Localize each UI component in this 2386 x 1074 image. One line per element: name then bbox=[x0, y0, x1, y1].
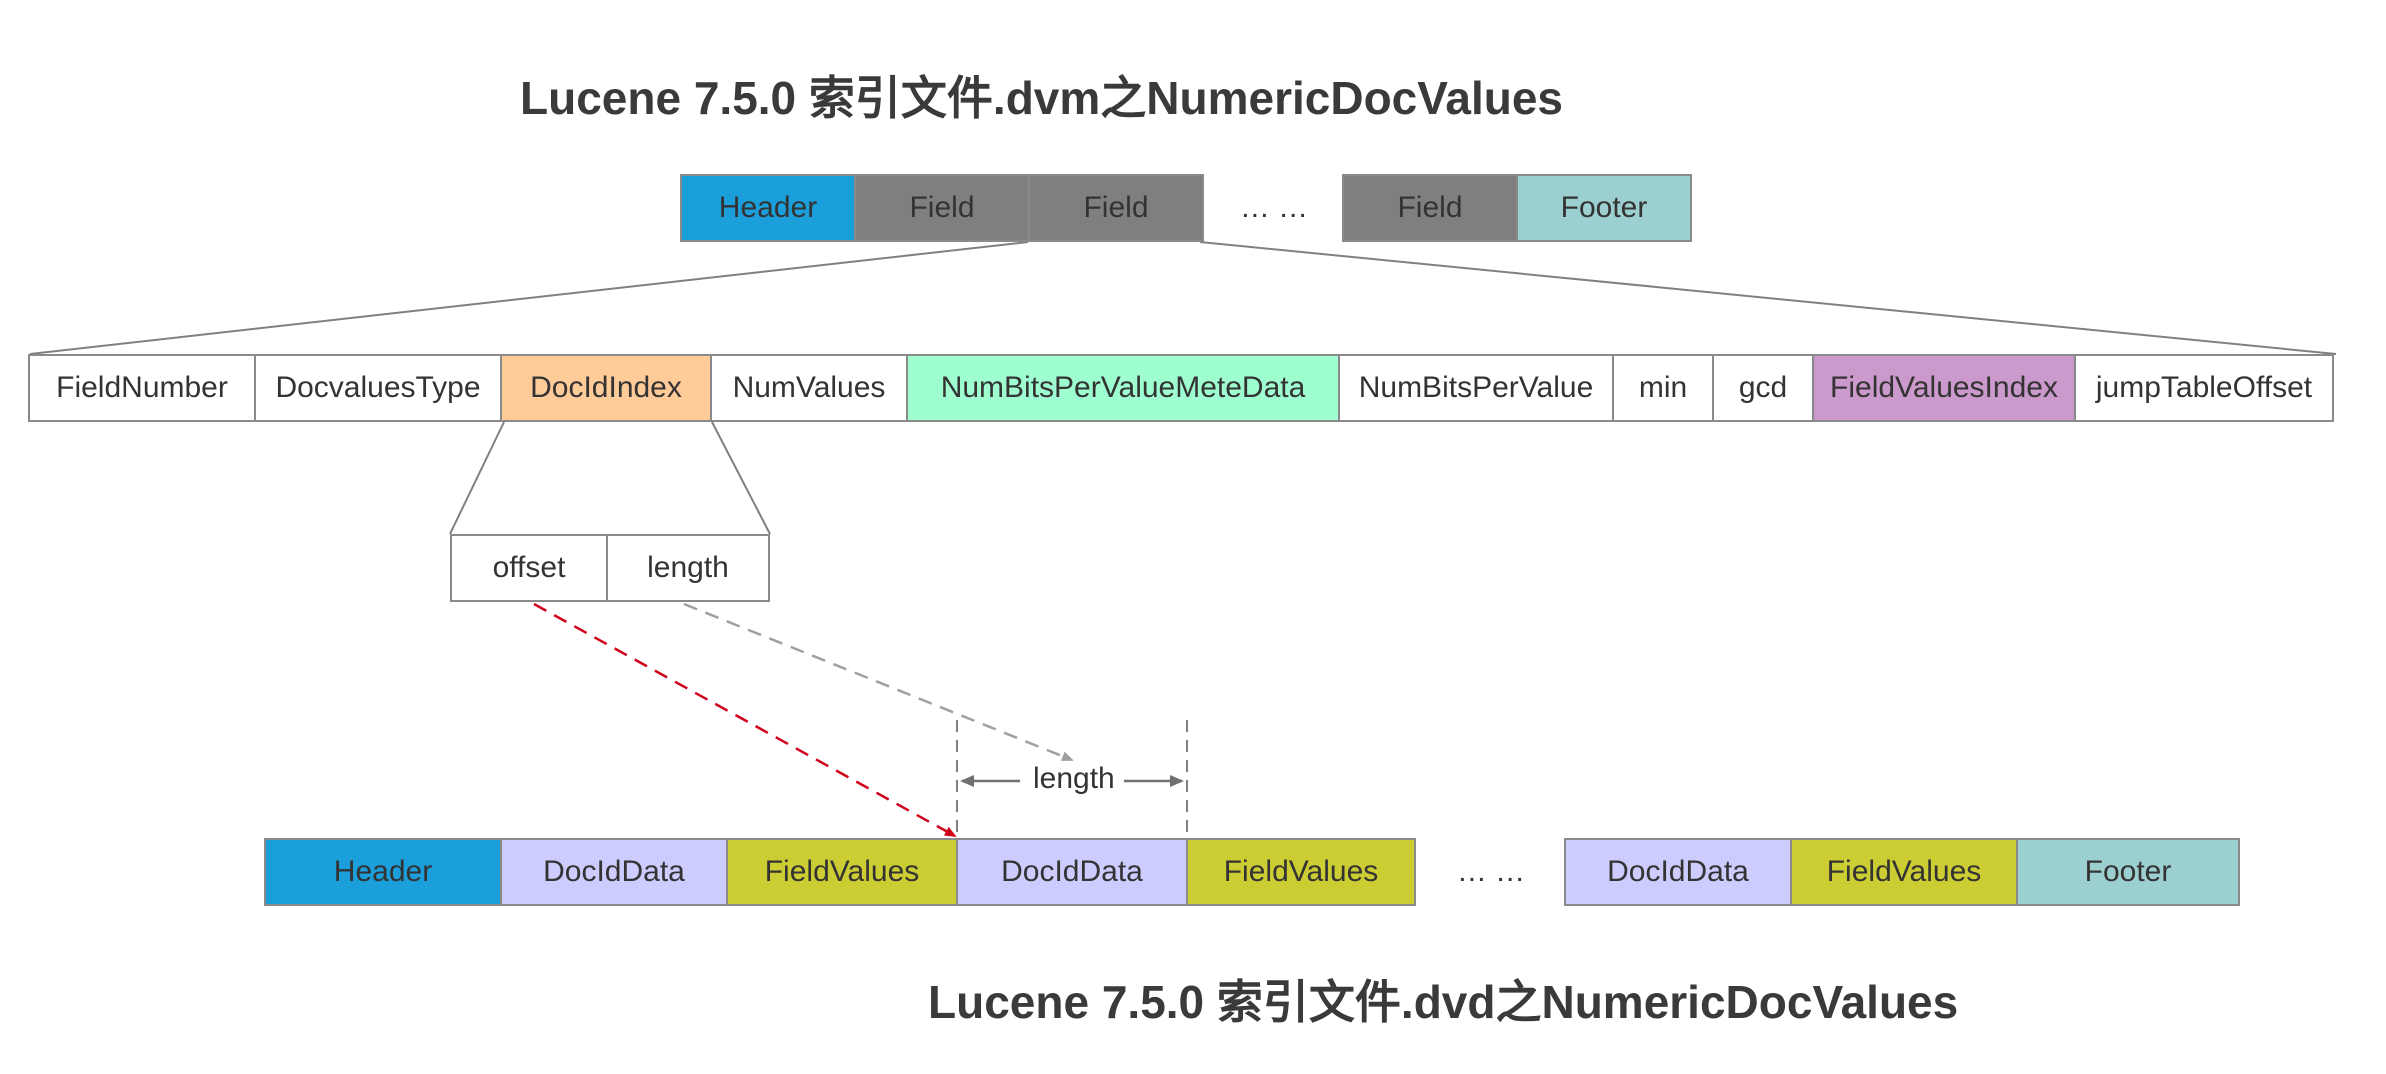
dvm-ellipsis: … … bbox=[1239, 191, 1309, 224]
dvd-footer-cell: Footer bbox=[2016, 838, 2240, 906]
dvd-docid-data-cell: DocIdData bbox=[956, 838, 1188, 906]
field-expand-left-line bbox=[29, 241, 1029, 355]
offset-cell: offset bbox=[450, 534, 608, 602]
num-bits-per-value-cell: NumBitsPerValue bbox=[1338, 354, 1614, 422]
dvd-field-values-cell: FieldValues bbox=[1790, 838, 2018, 906]
length-marker-label: length bbox=[1027, 762, 1121, 796]
docid-expand-left-line bbox=[449, 421, 505, 535]
dvm-title: Lucene 7.5.0 索引文件.dvm之NumericDocValues bbox=[520, 72, 1564, 124]
dvm-field-cell: Field bbox=[1342, 174, 1518, 242]
docid-expand-right-line bbox=[711, 421, 771, 535]
dvd-field-values-cell: FieldValues bbox=[1186, 838, 1416, 906]
field-values-index-cell: FieldValuesIndex bbox=[1812, 354, 2076, 422]
dvm-field-cell: Field bbox=[854, 174, 1030, 242]
offset-arrow bbox=[533, 602, 957, 838]
dvd-docid-data-cell: DocIdData bbox=[1564, 838, 1792, 906]
dvm-header-cell: Header bbox=[680, 174, 856, 242]
dvm-field-cell: Field bbox=[1028, 174, 1204, 242]
length-cell: length bbox=[606, 534, 770, 602]
docid-index-cell: DocIdIndex bbox=[500, 354, 712, 422]
docid-index-structure-row: offset length bbox=[450, 534, 770, 602]
dvd-structure-row: Header DocIdData FieldValues DocIdData F… bbox=[264, 838, 2240, 906]
jump-table-offset-cell: jumpTableOffset bbox=[2074, 354, 2334, 422]
field-expand-right-line bbox=[1199, 241, 2337, 355]
min-cell: min bbox=[1612, 354, 1714, 422]
field-structure-row: FieldNumber DocvaluesType DocIdIndex Num… bbox=[28, 354, 2334, 422]
dvm-structure-row: Header Field Field … … Field Footer bbox=[680, 174, 1692, 242]
dvd-docid-data-cell: DocIdData bbox=[500, 838, 728, 906]
dvd-ellipsis: … … bbox=[1456, 855, 1526, 888]
docvalues-type-cell: DocvaluesType bbox=[254, 354, 502, 422]
num-bits-per-value-metedata-cell: NumBitsPerValueMeteData bbox=[906, 354, 1340, 422]
dvd-field-values-cell: FieldValues bbox=[726, 838, 958, 906]
length-arrow bbox=[683, 602, 1074, 762]
field-number-cell: FieldNumber bbox=[28, 354, 256, 422]
dvm-footer-cell: Footer bbox=[1516, 174, 1692, 242]
num-values-cell: NumValues bbox=[710, 354, 908, 422]
dvd-title: Lucene 7.5.0 索引文件.dvd之NumericDocValues bbox=[928, 976, 1959, 1028]
gcd-cell: gcd bbox=[1712, 354, 1814, 422]
dvd-header-cell: Header bbox=[264, 838, 502, 906]
